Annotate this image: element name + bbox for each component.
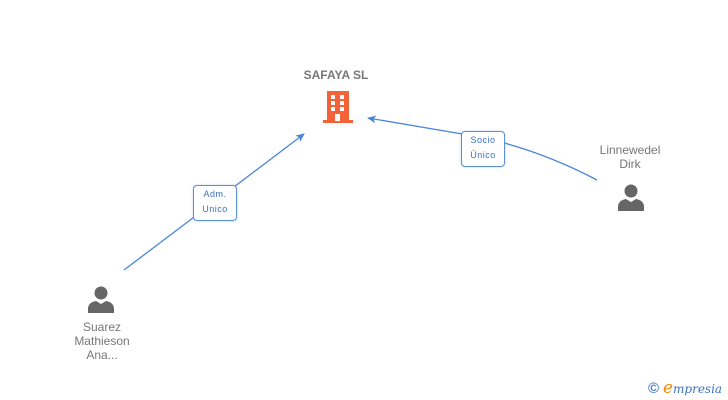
person-name-line: Linnewedel	[599, 143, 661, 157]
brand-name: mpresia	[673, 382, 723, 396]
person-name-line: Mathieson	[74, 334, 130, 348]
person-name-linnewedel[interactable]: Linnewedel Dirk	[580, 143, 680, 171]
person-name-line: Dirk	[619, 157, 641, 171]
person-name-line: Suarez	[82, 320, 122, 334]
relation-label-adm-unico[interactable]: Adm. Unico	[193, 185, 237, 221]
person-name-line: Ana...	[86, 348, 118, 362]
building-icon[interactable]	[322, 89, 354, 125]
person-icon[interactable]	[86, 284, 116, 314]
empresia-brand[interactable]: © empresia	[648, 378, 722, 398]
relation-label-line: Único	[470, 150, 496, 160]
relation-label-line: Adm.	[203, 189, 227, 199]
person-name-suarez[interactable]: Suarez Mathieson Ana...	[52, 320, 152, 362]
brand-initial: e	[662, 378, 674, 398]
relation-label-line: Unico	[202, 204, 228, 214]
company-name[interactable]: SAFAYA SL	[303, 68, 369, 82]
person-icon[interactable]	[616, 182, 646, 212]
relation-label-socio-unico[interactable]: Socio Único	[461, 131, 505, 167]
relation-label-line: Socio	[470, 135, 496, 145]
copyright-icon: ©	[648, 380, 660, 397]
